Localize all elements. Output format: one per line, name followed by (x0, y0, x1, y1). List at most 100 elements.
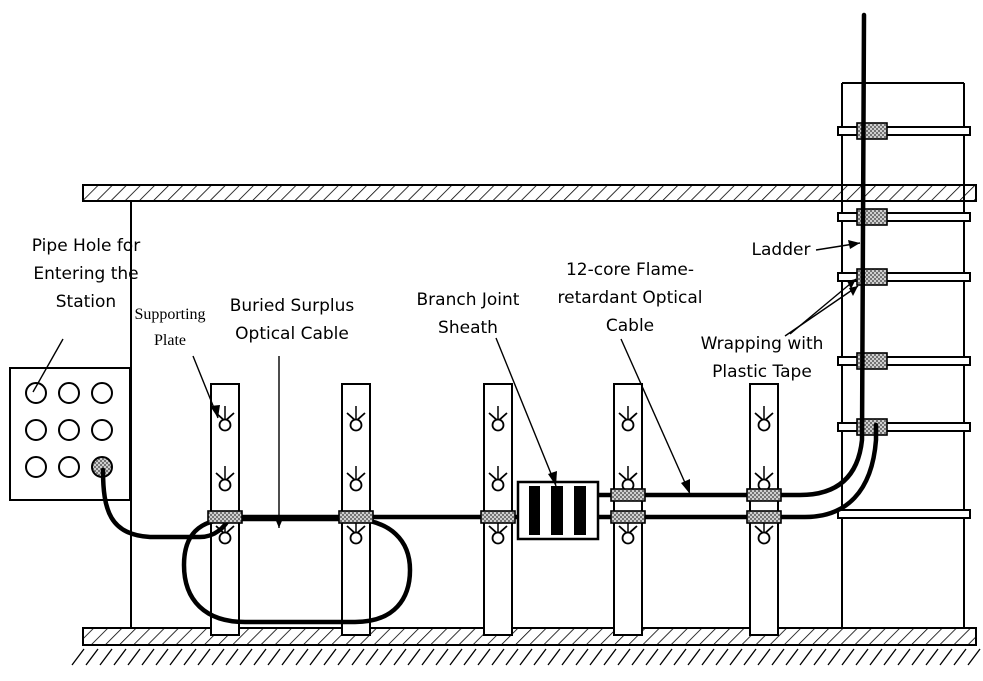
ground-tick (533, 648, 547, 666)
ground-tick (799, 648, 813, 666)
ground-tick (449, 648, 463, 666)
bracket-hole (218, 418, 232, 432)
ground-tick (253, 648, 267, 666)
ground-tick (407, 648, 421, 666)
ground-tick (729, 648, 743, 666)
ground-tick (127, 648, 141, 666)
supporting-plates (210, 383, 779, 636)
ground-tick (463, 648, 477, 666)
bracket-hole (757, 418, 771, 432)
ground-tick (281, 648, 295, 666)
ground-tick (239, 648, 253, 666)
ground-tick (393, 648, 407, 666)
supporting-plate (210, 383, 240, 636)
bracket-hole (349, 478, 363, 492)
ground-tick (113, 648, 127, 666)
ground-tick (715, 648, 729, 666)
ground-tick (85, 648, 99, 666)
ground-tick (897, 648, 911, 666)
pipe-hole (25, 456, 47, 478)
pipe-holes (25, 382, 113, 478)
ground-tick (491, 648, 505, 666)
ground-tick (687, 648, 701, 666)
cable-clamps (207, 488, 782, 524)
ground-tick (561, 648, 575, 666)
flame-retardant-cable-lower (595, 422, 879, 520)
leader-arrowheads (210, 240, 860, 528)
ladder-rung (837, 509, 971, 519)
pipe-hole (91, 382, 113, 404)
cable-clamp (480, 510, 516, 524)
ground-tick (323, 648, 337, 666)
cable-clamp (207, 510, 243, 524)
ladder-rung (837, 356, 971, 366)
ground-tick (379, 648, 393, 666)
ground-tick (617, 648, 631, 666)
ground-tick (603, 648, 617, 666)
ground-tick (841, 648, 855, 666)
cable-from-pipe-hole (100, 467, 521, 540)
bracket-hole (757, 531, 771, 545)
ground-tick (869, 648, 883, 666)
bracket-hole (621, 418, 635, 432)
bracket-hole (349, 418, 363, 432)
ground-tick (155, 648, 169, 666)
ground-tick (547, 648, 561, 666)
flame-retardant-cable-upper (595, 12, 867, 498)
ground-tick (813, 648, 827, 666)
leader-branch-joint (495, 337, 557, 487)
leader-flame-cable (620, 338, 691, 495)
plastic-tape-wrap (856, 418, 888, 436)
label-supporting-plate: Supporting Plate (134, 306, 206, 349)
ground-tick (631, 648, 645, 666)
surplus-cable-loop (181, 516, 413, 625)
supporting-plate (613, 383, 643, 636)
pipe-hole (58, 456, 80, 478)
ceiling-slab (82, 184, 977, 202)
ground-tick (435, 648, 449, 666)
supporting-plate (749, 383, 779, 636)
ground-tick (645, 648, 659, 666)
ground-tick (225, 648, 239, 666)
floor-slab (71, 627, 981, 666)
optical-cables (100, 12, 879, 625)
ground-tick (267, 648, 281, 666)
bracket-hole (491, 531, 505, 545)
pipe-hole (58, 419, 80, 441)
ground-tick (197, 648, 211, 666)
cable-clamp (746, 510, 782, 524)
ground-hatch (71, 648, 981, 666)
cable-clamp (746, 488, 782, 502)
ground-tick (701, 648, 715, 666)
ladder-rungs (837, 122, 971, 519)
ground-tick (785, 648, 799, 666)
ground-tick (757, 648, 771, 666)
ground-tick (911, 648, 925, 666)
ground-tick (659, 648, 673, 666)
ground-tick (477, 648, 491, 666)
ground-tick (99, 648, 113, 666)
pipe-hole (91, 419, 113, 441)
ground-tick (925, 648, 939, 666)
ground-tick (883, 648, 897, 666)
bracket-hole (491, 478, 505, 492)
ground-tick (855, 648, 869, 666)
supporting-plate (341, 383, 371, 636)
cable-clamp (610, 510, 646, 524)
pipe-hole (58, 382, 80, 404)
bracket-hole (349, 531, 363, 545)
bracket-hole (621, 531, 635, 545)
pipe-hole-box (9, 367, 131, 501)
ground-tick (169, 648, 183, 666)
label-flame-cable: 12-core Flame- retardant Optical Cable (557, 260, 703, 336)
ground-tick (589, 648, 603, 666)
label-ladder: Ladder (751, 240, 811, 260)
label-buried-surplus: Buried Surplus Optical Cable (229, 296, 355, 344)
cable-clamp (338, 510, 374, 524)
label-wrapping: Wrapping with Plastic Tape (700, 334, 824, 382)
bracket-hole (491, 418, 505, 432)
ground-tick (519, 648, 533, 666)
ground-tick (771, 648, 785, 666)
ladder (837, 82, 971, 628)
